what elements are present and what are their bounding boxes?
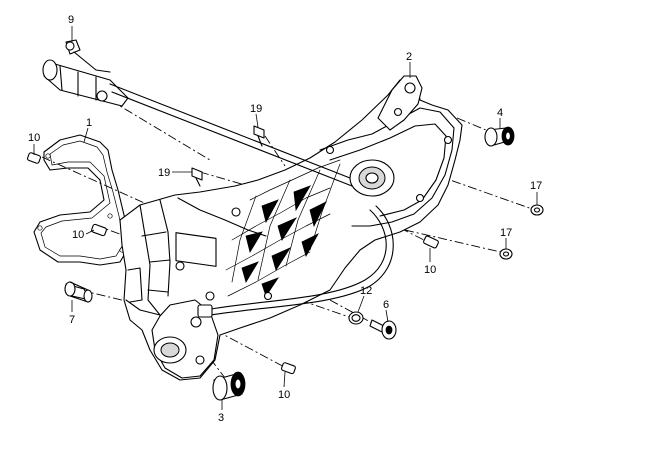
- callout-19-left: 19: [158, 167, 170, 179]
- gasket-part-1: [33, 134, 131, 266]
- callout-6: 6: [383, 299, 389, 311]
- washer-part-17-bottom: [499, 248, 513, 260]
- callout-2: 2: [406, 51, 412, 63]
- leader-lines: [33, 26, 538, 410]
- washer-part-17-top: [530, 204, 544, 216]
- callout-10-right: 10: [424, 264, 436, 276]
- callout-10-mid-left: 10: [72, 229, 84, 241]
- callout-12: 12: [360, 285, 372, 297]
- callout-labels: 9 2 19 19 10 1 4 10 17 17 10 7 12 6 3 10: [28, 14, 542, 424]
- callout-19-top: 19: [250, 103, 262, 115]
- dowel-pin-left-mid: [91, 223, 107, 237]
- crankcase-body: [119, 75, 463, 381]
- callout-1: 1: [86, 117, 92, 129]
- callout-10-top-left: 10: [28, 132, 40, 144]
- callout-9: 9: [68, 14, 74, 26]
- dowel-pin-left-top: [27, 152, 41, 164]
- bushing-part-3: [212, 371, 246, 401]
- bushing-part-4: [484, 126, 515, 147]
- bolt-part-19-top: [253, 125, 265, 147]
- o-ring-part-12: [348, 311, 364, 325]
- bolt-part-6: [369, 319, 397, 340]
- callout-17-top: 17: [530, 180, 542, 192]
- callout-17-bottom: 17: [500, 227, 512, 239]
- callout-3: 3: [218, 412, 224, 424]
- dowel-pin-right: [423, 235, 439, 249]
- callout-7: 7: [69, 314, 75, 326]
- callout-10-bottom: 10: [278, 389, 290, 401]
- starter-shaft-part-9: [42, 39, 353, 187]
- hose-loop: [197, 205, 394, 318]
- bolt-part-19-left: [191, 167, 203, 187]
- dowel-pin-bottom: [281, 362, 296, 375]
- callout-4: 4: [497, 107, 503, 119]
- bushing-part-7: [64, 281, 93, 303]
